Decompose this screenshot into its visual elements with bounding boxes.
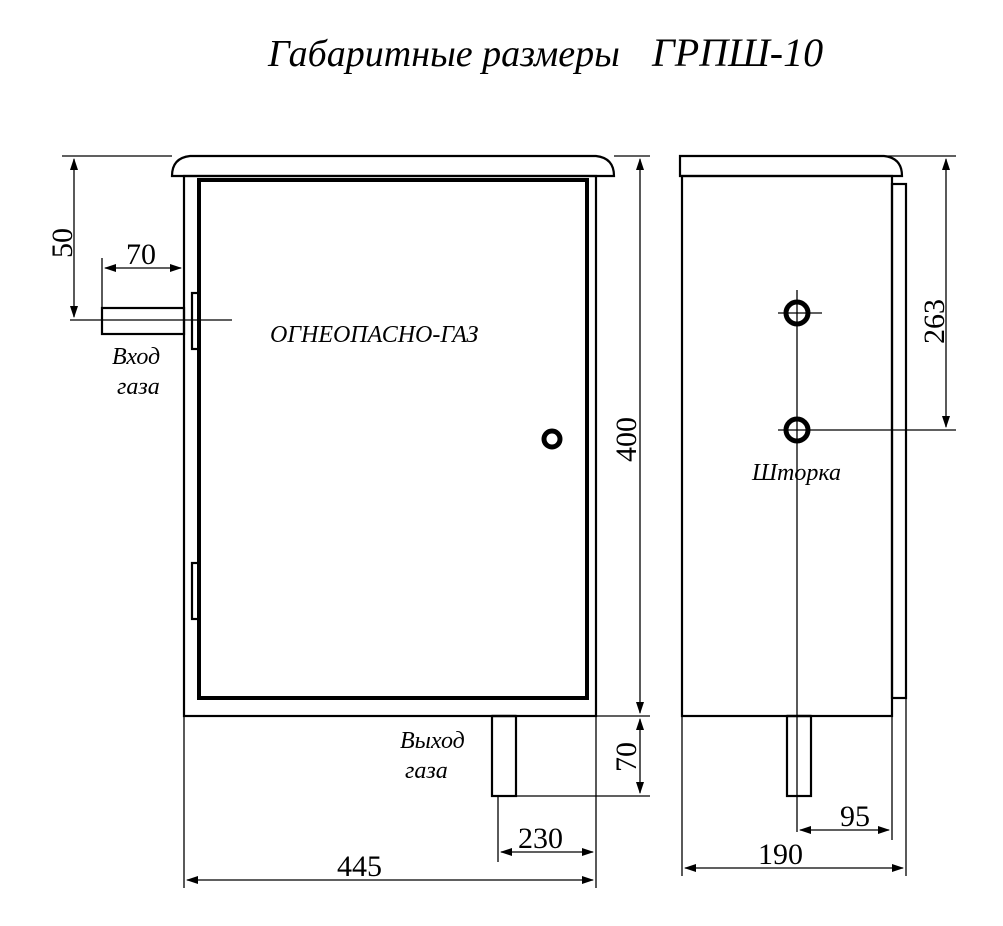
side-view: Шторка [678, 154, 956, 832]
side-roof [678, 154, 904, 178]
inlet-label-line2: газа [117, 374, 160, 400]
dim-outlet-offset: 230 [518, 822, 563, 855]
drawing-title: Габаритные размеры [267, 33, 620, 75]
side-body [680, 174, 894, 718]
dim-width: 445 [337, 850, 382, 883]
door-hinge-top [190, 291, 201, 351]
door-lock-icon [541, 428, 563, 450]
cabinet-door [197, 178, 589, 700]
door-hinge-bottom [190, 561, 201, 621]
dim-inlet-from-top: 50 [46, 228, 79, 258]
dim-shutter-spacing: 263 [918, 299, 951, 344]
front-view: ОГНЕОПАСНО-ГАЗ Вход газа Выход газа [70, 154, 616, 798]
dim-height: 400 [610, 417, 643, 462]
inlet-label-line1: Вход [112, 344, 160, 370]
cabinet-body [182, 174, 598, 718]
shutter-label: Шторка [751, 460, 841, 486]
dim-depth: 190 [758, 838, 803, 871]
front-dimensions: 50 70 400 70 230 445 [46, 155, 650, 888]
dim-inlet-pipe-length: 70 [126, 238, 156, 271]
dim-outlet-pipe-length: 70 [610, 742, 643, 772]
model-name: ГРПШ-10 [651, 30, 823, 75]
dim-side-pipe-offset: 95 [840, 800, 870, 833]
front-roof [170, 154, 616, 178]
outlet-label-line2: газа [405, 758, 448, 784]
side-dimensions: 263 95 190 [681, 155, 956, 876]
inlet-pipe [100, 306, 186, 336]
warning-label: ОГНЕОПАСНО-ГАЗ [270, 322, 479, 348]
outlet-pipe [490, 714, 518, 798]
side-door-edge [890, 182, 908, 700]
side-outlet-pipe [785, 714, 813, 798]
outlet-label-line1: Выход [400, 728, 465, 754]
